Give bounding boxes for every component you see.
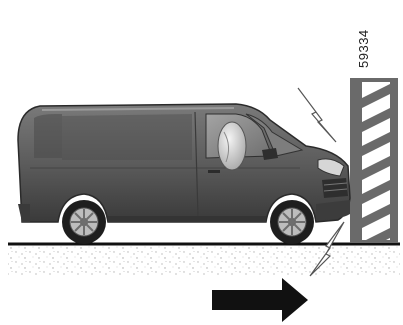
rear-wheel-icon bbox=[62, 200, 106, 244]
deployed-airbag-icon bbox=[218, 122, 246, 170]
direction-arrow-icon bbox=[212, 278, 308, 322]
crash-wall-icon bbox=[350, 78, 398, 252]
front-wheel-icon bbox=[270, 200, 314, 244]
ground bbox=[8, 244, 400, 276]
